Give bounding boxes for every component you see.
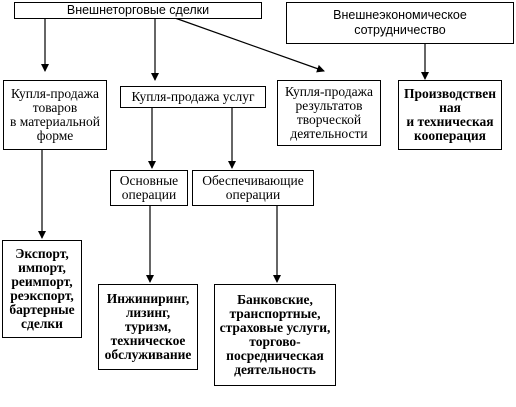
node-support-operations: Обеспечивающие операции bbox=[192, 170, 314, 206]
node-creative: Купля-продажа результатов творческой дея… bbox=[277, 80, 381, 146]
node-support-operations-label: Обеспечивающие операции bbox=[202, 173, 304, 202]
node-export-label: Экспорт, импорт, реимпорт, реэкспорт, ба… bbox=[9, 246, 75, 331]
node-foreign-economic-label: Внешнеэкономическое сотрудничество bbox=[333, 8, 467, 37]
node-services-label: Купля-продажа услуг bbox=[131, 89, 255, 104]
node-engineering-label: Инжиниринг, лизинг, туризм, техническое … bbox=[104, 291, 192, 362]
node-banking-label: Банковские, транспортные, страховые услу… bbox=[219, 292, 331, 377]
node-export: Экспорт, импорт, реимпорт, реэкспорт, ба… bbox=[2, 240, 82, 338]
node-main-operations-label: Основные операции bbox=[119, 173, 179, 202]
node-goods: Купля-продажа товаров в материальной фор… bbox=[3, 80, 107, 150]
node-production-label: Производствен ная и техническая кооперац… bbox=[403, 86, 497, 143]
node-foreign-trade-label: Внешнеторговые сделки bbox=[66, 3, 210, 17]
node-goods-label: Купля-продажа товаров в материальной фор… bbox=[10, 86, 100, 143]
node-banking: Банковские, транспортные, страховые услу… bbox=[214, 284, 336, 386]
node-main-operations: Основные операции bbox=[110, 170, 188, 206]
arrow-trade-to-creative bbox=[174, 17, 325, 73]
node-foreign-economic: Внешнеэкономическое сотрудничество bbox=[286, 2, 514, 44]
node-creative-label: Купля-продажа результатов творческой дея… bbox=[285, 84, 373, 141]
node-foreign-trade: Внешнеторговые сделки bbox=[14, 2, 262, 19]
node-services: Купля-продажа услуг bbox=[120, 86, 266, 108]
node-production: Производствен ная и техническая кооперац… bbox=[398, 80, 502, 150]
node-engineering: Инжиниринг, лизинг, туризм, техническое … bbox=[98, 284, 198, 370]
